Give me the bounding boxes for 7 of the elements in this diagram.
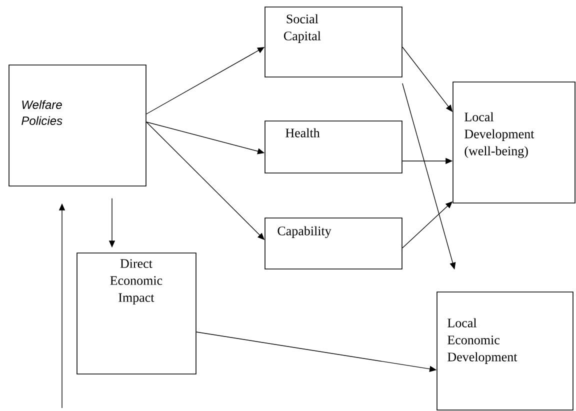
process-box: Local Economic Development <box>436 292 574 410</box>
process-box: Social Capital <box>264 6 402 78</box>
process-box: Local Development (well-being) <box>452 82 576 204</box>
process-box: Direct Economic Impact <box>76 252 196 374</box>
process-box: Health <box>264 120 402 174</box>
process-box: Capability <box>264 218 402 270</box>
process-box: Welfare Policies <box>8 64 146 186</box>
